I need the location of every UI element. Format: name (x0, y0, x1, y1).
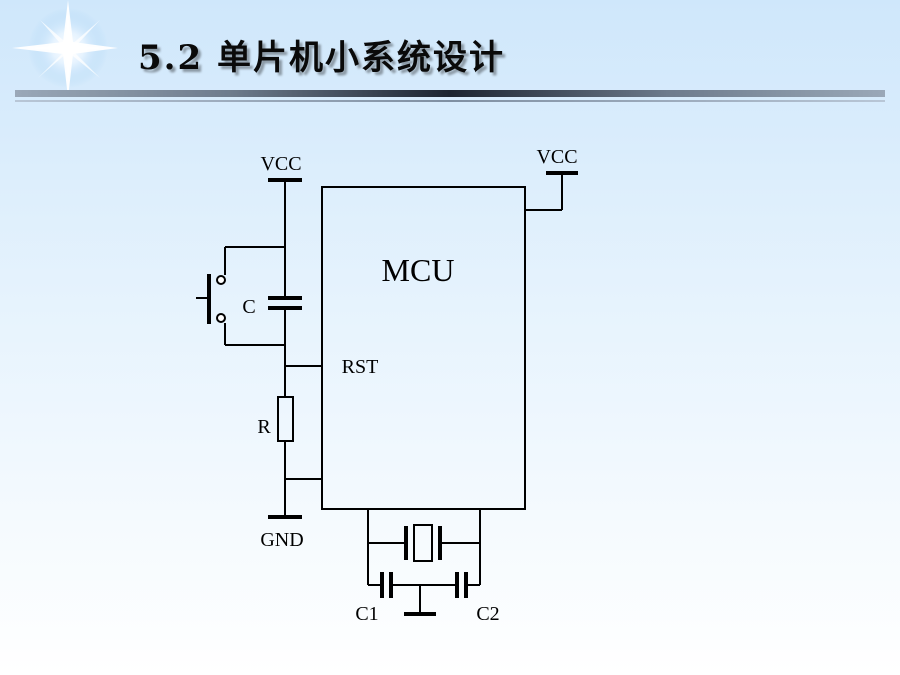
capacitor-c2-label: C2 (476, 603, 499, 625)
vcc-right-label: VCC (536, 146, 577, 168)
title-divider-thin (15, 100, 885, 102)
sparkle-icon (12, 0, 118, 98)
page-title: 5.2 单片机小系统设计 (138, 38, 505, 78)
capacitor-c-label: C (242, 296, 255, 318)
rst-label: RST (342, 356, 379, 378)
switch-contact-bottom (216, 313, 226, 323)
title-divider (15, 90, 885, 97)
resistor-r-label: R (257, 416, 271, 438)
mcu-label: MCU (382, 252, 455, 288)
capacitor-c1-label: C1 (355, 603, 378, 625)
gnd-label: GND (260, 529, 303, 551)
crystal-oscillator (413, 524, 433, 562)
switch-contact-top (216, 275, 226, 285)
vcc-left-label: VCC (260, 153, 301, 175)
mcu-box (321, 186, 526, 510)
resistor-r (277, 396, 294, 442)
